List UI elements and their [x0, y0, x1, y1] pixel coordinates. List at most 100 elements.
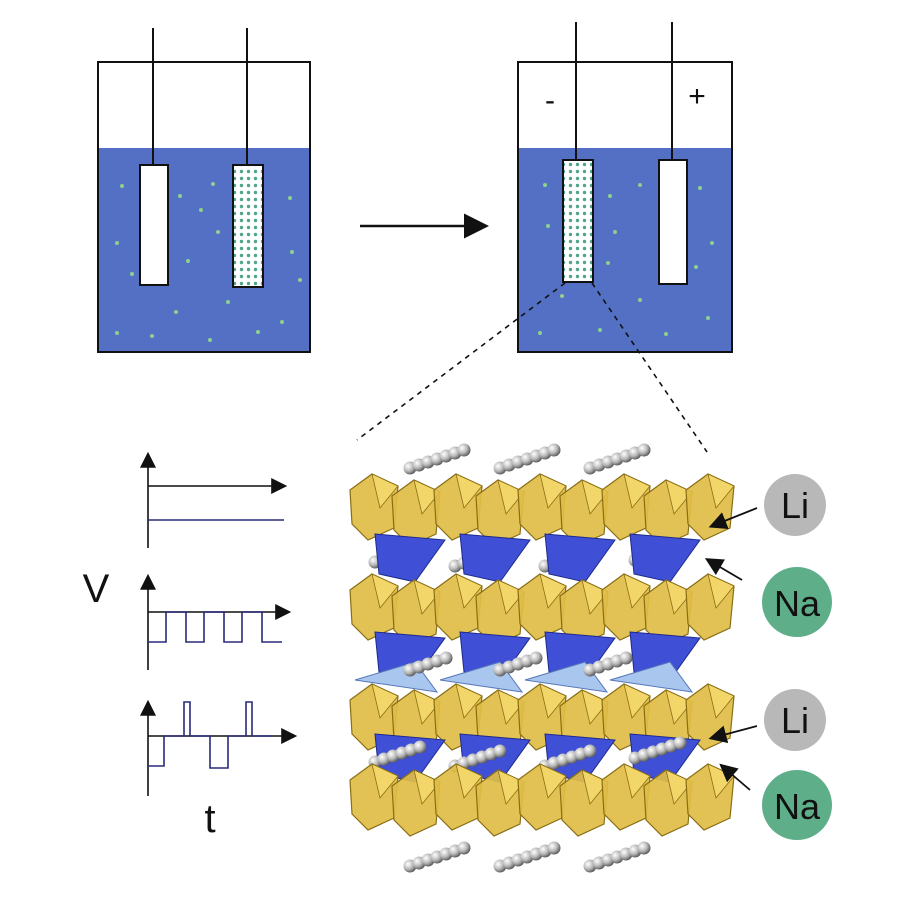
- yellow-facet: [665, 769, 693, 805]
- ion-dot: [706, 316, 710, 320]
- yellow-facet: [371, 473, 399, 509]
- positive-sign: +: [688, 80, 706, 113]
- ion-dot: [664, 332, 668, 336]
- crystal-structure-icon: [349, 443, 735, 873]
- yellow-facet: [413, 579, 441, 615]
- ion-dot: [208, 338, 212, 342]
- yellow-facet: [623, 573, 651, 609]
- ion-dot: [178, 194, 182, 198]
- yellow-facet: [539, 573, 567, 609]
- yellow-facet: [581, 579, 609, 615]
- yellow-facet: [497, 479, 525, 515]
- yellow-facet: [497, 689, 525, 725]
- ion-dot: [199, 208, 203, 212]
- ion-sphere: [547, 841, 561, 855]
- ion-sphere: [547, 443, 561, 457]
- yellow-facet: [581, 689, 609, 725]
- yellow-facet: [455, 473, 483, 509]
- ion-dot: [538, 331, 542, 335]
- yellow-facet: [581, 479, 609, 515]
- cell-before: [97, 28, 311, 353]
- electrolyte-after: [519, 148, 731, 351]
- yellow-facet: [371, 573, 399, 609]
- waveform-bipolar-pulse: [140, 699, 298, 796]
- ion-sphere: [673, 736, 687, 750]
- ion-dot: [543, 183, 547, 187]
- waveform-panels: [140, 451, 298, 796]
- ion-dot: [216, 230, 220, 234]
- ion-dot: [115, 241, 119, 245]
- ion-dot: [560, 294, 564, 298]
- yellow-facet: [707, 473, 735, 509]
- blue-tetrahedron: [629, 533, 701, 583]
- ion-dot: [130, 272, 134, 276]
- yellow-facet: [497, 579, 525, 615]
- ion-dot: [226, 300, 230, 304]
- yellow-facet: [581, 769, 609, 805]
- yellow-facet: [623, 763, 651, 799]
- blue-tetrahedron: [459, 533, 531, 583]
- ion-dot: [280, 320, 284, 324]
- ion-badge-li: Li: [708, 474, 826, 536]
- yellow-facet: [455, 573, 483, 609]
- waveform-constant: [140, 451, 288, 548]
- light-blue-tetrahedron: [609, 661, 694, 693]
- ion-label-li: Li: [781, 485, 809, 526]
- blue-tetrahedron: [374, 533, 446, 583]
- yellow-facet: [455, 763, 483, 799]
- ion-dot: [638, 183, 642, 187]
- ion-dot: [256, 330, 260, 334]
- ion-dot: [211, 182, 215, 186]
- yellow-facet: [413, 479, 441, 515]
- cell-after: - +: [517, 22, 733, 353]
- zoom-line-right: [591, 282, 708, 453]
- ion-dot: [288, 196, 292, 200]
- ion-dot: [150, 334, 154, 338]
- ion-dot: [638, 298, 642, 302]
- ion-sphere: [493, 744, 507, 758]
- ion-sphere: [583, 744, 597, 758]
- electrode-dotted-icon: [562, 159, 594, 283]
- yellow-facet: [665, 479, 693, 515]
- y-axis-label: V: [83, 567, 110, 611]
- electrode-dotted-icon: [232, 164, 264, 288]
- yellow-facet: [371, 683, 399, 719]
- ion-sphere: [413, 740, 427, 754]
- zoom-line-left: [356, 282, 566, 441]
- negative-sign: -: [545, 84, 555, 117]
- electrode-blank-icon: [658, 159, 688, 285]
- ion-dot: [290, 250, 294, 254]
- yellow-facet: [707, 573, 735, 609]
- ion-dot: [298, 278, 302, 282]
- ion-dot: [120, 184, 124, 188]
- ion-dot: [115, 331, 119, 335]
- yellow-facet: [539, 683, 567, 719]
- ion-label-li: Li: [781, 700, 809, 741]
- ion-dot: [694, 265, 698, 269]
- yellow-facet: [665, 579, 693, 615]
- ion-dots-after: [538, 183, 714, 336]
- yellow-facet: [371, 763, 399, 799]
- ion-dot: [608, 194, 612, 198]
- yellow-facet: [623, 683, 651, 719]
- ion-dot: [613, 230, 617, 234]
- ion-legend: Li Na Li Na: [704, 474, 832, 840]
- ion-label-na: Na: [774, 786, 821, 827]
- x-axis-label: t: [204, 797, 215, 841]
- electrolyte-before: [99, 148, 309, 351]
- yellow-facet: [497, 769, 525, 805]
- ion-badge-na: Na: [719, 763, 832, 840]
- electrode-blank-icon: [139, 164, 169, 286]
- ion-sphere: [457, 443, 471, 457]
- ion-sphere: [637, 841, 651, 855]
- ion-dot: [710, 241, 714, 245]
- ion-sphere: [637, 443, 651, 457]
- ion-sphere: [529, 651, 543, 665]
- yellow-facet: [455, 683, 483, 719]
- yellow-facet: [665, 689, 693, 725]
- ion-dot: [606, 261, 610, 265]
- ion-dot: [546, 224, 550, 228]
- waveform-square-pulse: [140, 573, 292, 670]
- ion-dot: [598, 328, 602, 332]
